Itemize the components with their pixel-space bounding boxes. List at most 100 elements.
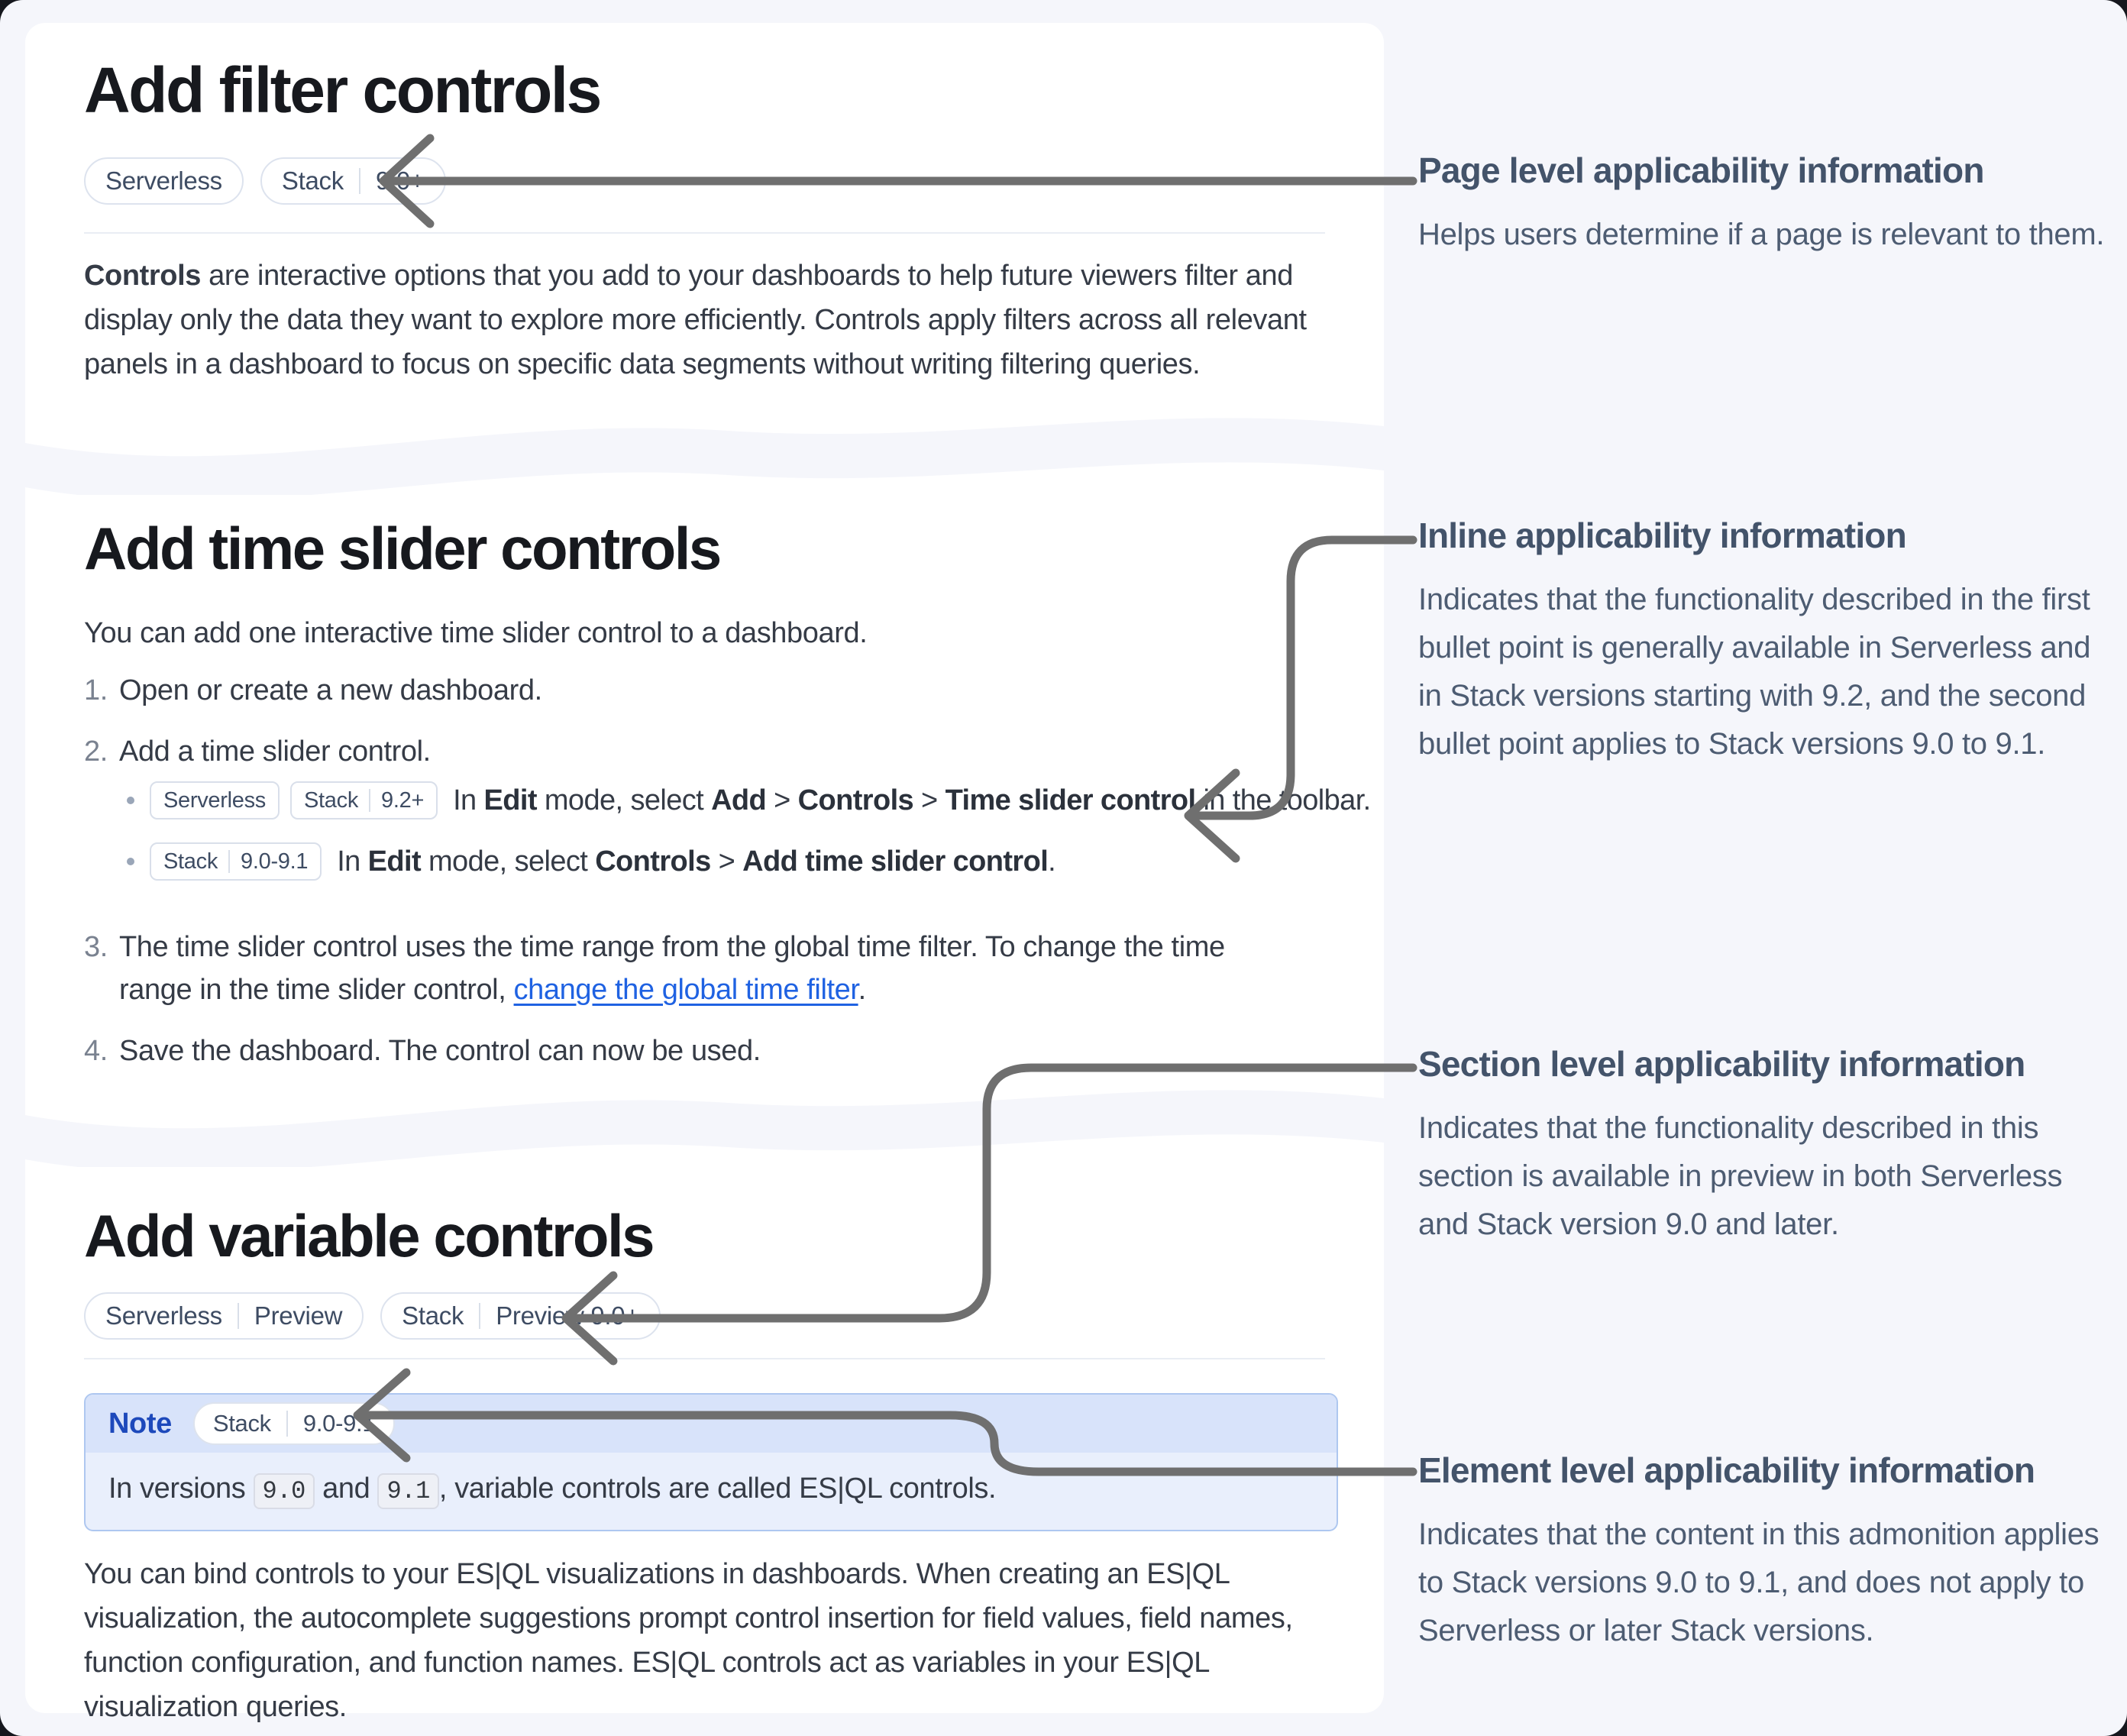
annotation-title: Inline applicability information — [1418, 516, 1907, 555]
applicability-badge: Stack Preview 9.0+ — [380, 1292, 661, 1340]
note-label: Note — [108, 1407, 172, 1440]
note-header: Note Stack 9.0-9.1 — [86, 1395, 1337, 1453]
annotation-section-level: Section level applicability information … — [1418, 1043, 2106, 1249]
steps-list: 1. Open or create a new dashboard. 2. Ad… — [84, 669, 1371, 1091]
badge-label: Stack — [163, 849, 218, 874]
step-text: The time slider control uses the time ra… — [119, 926, 1295, 1011]
page-applicability-badges: Serverless Stack 9.0+ — [84, 157, 446, 205]
badge-label: Serverless — [105, 166, 222, 195]
note-admonition: Note Stack 9.0-9.1 In versions 9.0 and 9.… — [84, 1393, 1338, 1531]
text-segment: > — [766, 784, 798, 816]
applicability-badge: Stack 9.2+ — [290, 781, 438, 820]
link-change-global-time-filter[interactable]: change the global time filter — [513, 974, 858, 1006]
badge-label: Preview — [254, 1301, 343, 1330]
annotation-body: Indicates that the content in this admon… — [1418, 1518, 2100, 1647]
intro-paragraph: Controls are interactive options that yo… — [84, 254, 1329, 386]
text-segment: Open or create a new dashboard. — [119, 674, 542, 706]
step-item: 4. Save the dashboard. The control can n… — [84, 1030, 1306, 1072]
badge-label: 9.2+ — [381, 787, 425, 813]
page-title: Add filter controls — [84, 54, 602, 126]
text-segment: mode, select — [536, 784, 712, 816]
bold-text: Time slider control — [945, 784, 1196, 816]
text-segment: . — [858, 974, 867, 1006]
text-segment: Save the dashboard. The control can now … — [119, 1035, 761, 1067]
step-text: Save the dashboard. The control can now … — [119, 1030, 761, 1072]
inline-applicability-badges: Serverless Stack 9.2+ — [150, 781, 438, 820]
applicability-badge: Serverless — [84, 157, 244, 205]
badge-label: Stack — [402, 1301, 464, 1330]
badge-label: 9.0-9.1 — [302, 1410, 376, 1437]
note-body: In versions 9.0 and 9.1, variable contro… — [86, 1453, 1337, 1530]
text-segment: In — [337, 845, 368, 878]
step-text: Add a time slider control. — [119, 730, 431, 773]
text-segment: , variable controls are called ES|QL con… — [438, 1473, 997, 1505]
bold-text: Add — [711, 784, 767, 816]
bullet-item: Serverless Stack 9.2+ In Edit mode, select… — [127, 781, 1371, 820]
badge-divider — [228, 850, 231, 873]
bold-text: Controls — [595, 845, 711, 878]
badge-divider — [369, 789, 371, 812]
bold-text: Edit — [367, 845, 422, 878]
body-paragraph: You can bind controls to your ES|QL visu… — [84, 1558, 1293, 1723]
text-segment: In — [453, 784, 484, 816]
badge-divider — [358, 168, 360, 194]
badge-label: Serverless — [105, 1301, 222, 1330]
annotation-title: Element level applicability information — [1418, 1450, 2035, 1490]
text-segment: . — [1048, 845, 1056, 878]
badge-divider — [237, 1303, 239, 1329]
bold-text: Edit — [483, 784, 538, 816]
step-text: Open or create a new dashboard. — [119, 669, 542, 712]
step-number: 4. — [84, 1035, 108, 1067]
annotation-element-level: Element level applicability information … — [1418, 1450, 2106, 1655]
badge-divider — [286, 1411, 288, 1437]
text-segment: In versions — [108, 1473, 254, 1505]
text-segment: and — [314, 1473, 378, 1505]
badge-label: Stack — [304, 787, 359, 813]
applicability-badge: Stack 9.0-9.1 — [150, 842, 322, 881]
text-segment: > — [710, 845, 743, 878]
section-title: Add time slider controls — [84, 515, 722, 582]
text-segment: mode, select — [421, 845, 596, 878]
wave-divider — [25, 418, 1384, 495]
annotation-body: Helps users determine if a page is relev… — [1418, 218, 2105, 251]
bold-text: Controls — [84, 260, 202, 292]
bold-text: Controls — [797, 784, 914, 816]
bold-text: Add time slider control — [742, 845, 1049, 878]
text-segment: are interactive options that you add to … — [84, 260, 1307, 380]
bullet-text: In Edit mode, select Add > Controls > Ti… — [453, 784, 1371, 817]
applicability-badge: Serverless — [150, 781, 280, 820]
code-span: 9.1 — [377, 1473, 439, 1509]
applicability-badge: Stack 9.0-9.1 — [192, 1402, 396, 1445]
text-segment: > — [913, 784, 946, 816]
divider — [84, 1358, 1325, 1359]
text-segment: Add a time slider control. — [119, 735, 431, 768]
step-number: 1. — [84, 674, 108, 706]
text-segment: in the toolbar. — [1195, 784, 1371, 816]
badge-label: 9.0-9.1 — [241, 849, 309, 874]
annotation-title: Section level applicability information — [1418, 1044, 2025, 1084]
annotation-body: Indicates that the functionality describ… — [1418, 583, 2091, 761]
section-intro: You can add one interactive time slider … — [84, 617, 868, 649]
text-segment: The time slider control uses the time ra… — [119, 931, 1225, 1006]
step-item: 2. Add a time slider control. Serverless… — [84, 730, 1371, 907]
step-number: 3. — [84, 931, 108, 963]
badge-label: Serverless — [163, 787, 266, 813]
badge-label: Stack — [281, 166, 344, 195]
badge-label: Stack — [212, 1410, 271, 1437]
divider — [84, 232, 1325, 234]
applicability-badge: Serverless Preview — [84, 1292, 364, 1340]
bullet-text: In Edit mode, select Controls > Add time… — [337, 845, 1056, 878]
step-number: 2. — [84, 735, 108, 768]
section-title: Add variable controls — [84, 1202, 655, 1269]
badge-label: 9.0+ — [375, 166, 425, 195]
badge-divider — [479, 1303, 481, 1329]
annotation-page-level: Page level applicability information Hel… — [1418, 150, 2106, 259]
step-item: 3. The time slider control uses the time… — [84, 926, 1306, 1011]
section-applicability-badges: Serverless Preview Stack Preview 9.0+ — [84, 1292, 661, 1340]
badge-label: Preview 9.0+ — [496, 1301, 640, 1330]
code-span: 9.0 — [253, 1473, 315, 1509]
applicability-badge: Stack 9.0+ — [260, 157, 446, 205]
